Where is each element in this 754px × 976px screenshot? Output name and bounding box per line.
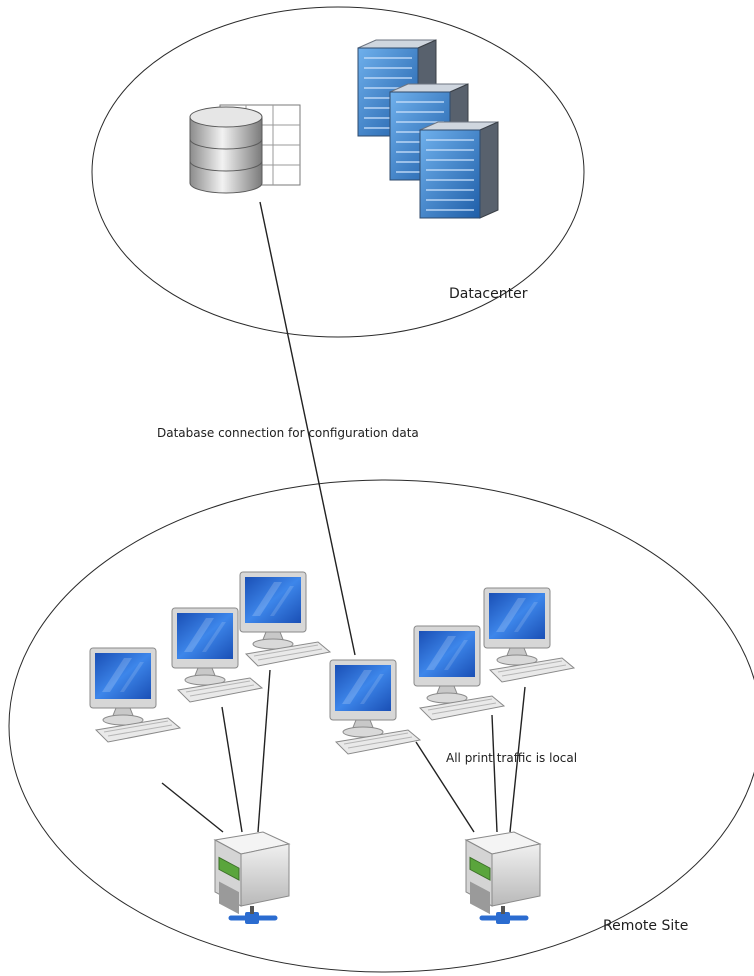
desktop-computer-icon [329, 659, 421, 755]
network-printer-icon [215, 832, 289, 924]
datacenter-zone [91, 6, 585, 338]
database-server-icon [189, 104, 301, 194]
remote-site-label: Remote Site [603, 918, 689, 934]
remote-site-zone [8, 479, 754, 973]
print-connection-lines [161, 669, 526, 833]
desktop-computer-icon [89, 647, 181, 743]
desktop-computer-icon [239, 571, 331, 667]
workstation-center [329, 659, 421, 755]
workstation-group-right [413, 587, 575, 721]
database-connection-line [259, 201, 356, 656]
database-connection-label: Database connection for configuration da… [157, 426, 419, 440]
desktop-computer-icon [483, 587, 575, 683]
workstation-group-left [89, 571, 331, 743]
server-rack-icon [357, 39, 499, 219]
print-traffic-label: All print traffic is local [446, 751, 578, 765]
datacenter-label: Datacenter [449, 286, 528, 302]
network-printer-icon [466, 832, 540, 924]
